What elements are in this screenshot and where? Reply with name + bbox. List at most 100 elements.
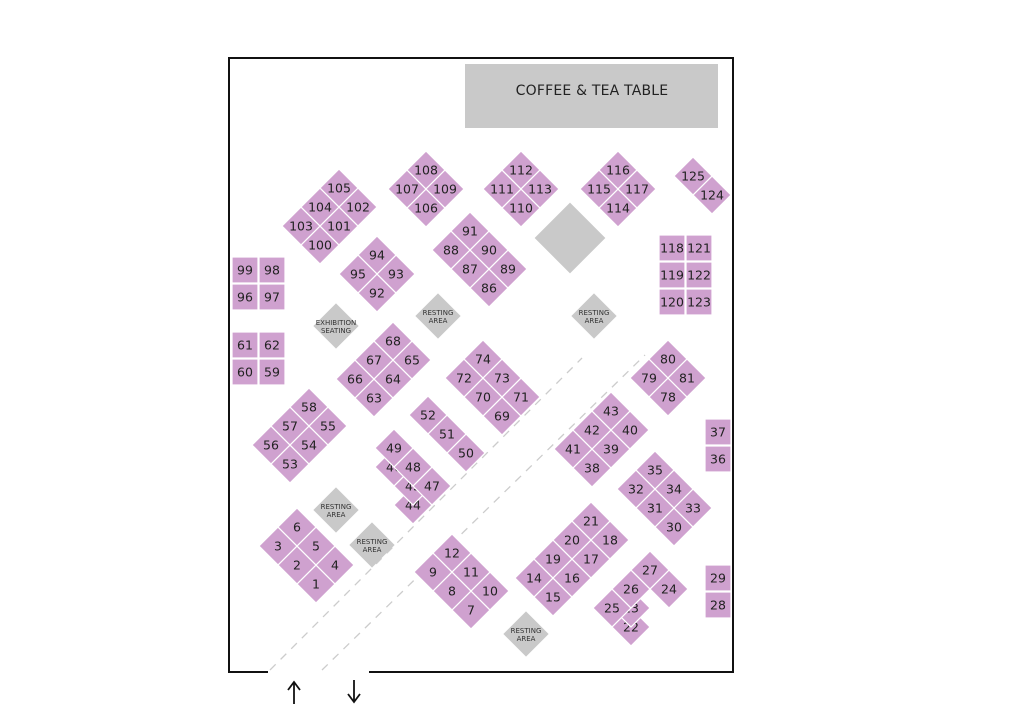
booth-number: 31	[647, 501, 663, 516]
booth-number: 32	[628, 482, 644, 497]
hall-wall	[228, 57, 734, 673]
booth-tile	[289, 387, 329, 427]
booth-68[interactable]: 68	[373, 321, 413, 361]
booth-61[interactable]: 61	[231, 331, 259, 359]
booth-125[interactable]: 125	[673, 156, 713, 196]
booth-number: 27	[642, 563, 658, 578]
booth-tile	[231, 256, 259, 284]
booth-tile	[673, 156, 713, 196]
booth-95[interactable]: 95	[338, 254, 378, 294]
booth-number: 98	[264, 263, 280, 278]
booth-number: 79	[641, 371, 657, 386]
svg-text:RESTING: RESTING	[511, 627, 542, 635]
booth-tile	[685, 234, 713, 262]
booth-37[interactable]: 37	[704, 418, 732, 446]
booth-number: 106	[414, 201, 438, 216]
svg-text:AREA: AREA	[517, 635, 536, 643]
booth-number: 101	[327, 219, 351, 234]
aisle-line-right	[321, 354, 646, 671]
resting-area-4: RESTING AREA	[349, 522, 395, 568]
booth-number: 92	[369, 286, 385, 301]
booth-49[interactable]: 49	[374, 428, 414, 468]
booths-layer: 1234567891011121516171418192021222324252…	[231, 150, 732, 647]
booth-number: 6	[293, 520, 301, 535]
booth-number: 97	[264, 290, 280, 305]
booth-109[interactable]: 109	[425, 169, 465, 209]
booth-number: 87	[462, 262, 478, 277]
booth-tile	[258, 283, 286, 311]
booth-number: 35	[647, 463, 663, 478]
booth-tile	[635, 450, 675, 490]
booth-number: 117	[625, 182, 649, 197]
booth-81[interactable]: 81	[667, 358, 707, 398]
booth-number: 113	[528, 182, 552, 197]
booth-number: 116	[606, 163, 630, 178]
booth-119[interactable]: 119	[658, 261, 686, 289]
booth-12[interactable]: 12	[432, 533, 472, 573]
booth-number: 24	[661, 582, 677, 597]
booth-tile	[630, 550, 670, 590]
booth-36[interactable]: 36	[704, 445, 732, 473]
booth-113[interactable]: 113	[520, 169, 560, 209]
booth-number: 50	[458, 446, 474, 461]
booth-43[interactable]: 43	[591, 391, 631, 431]
booth-96[interactable]: 96	[231, 283, 259, 311]
booth-number: 74	[475, 352, 491, 367]
booth-118[interactable]: 118	[658, 234, 686, 262]
booth-105[interactable]: 105	[319, 168, 359, 208]
booth-number: 54	[301, 438, 317, 453]
booth-21[interactable]: 21	[571, 501, 611, 541]
arrow-up-icon	[287, 680, 301, 704]
booth-28[interactable]: 28	[704, 591, 732, 619]
booth-tile	[704, 591, 732, 619]
aisle-line-left	[269, 357, 583, 671]
booth-number: 73	[494, 371, 510, 386]
booth-number: 109	[433, 182, 457, 197]
booth-59[interactable]: 59	[258, 358, 286, 386]
booth-number: 52	[420, 408, 436, 423]
booth-58[interactable]: 58	[289, 387, 329, 427]
booth-120[interactable]: 120	[658, 288, 686, 316]
booth-number: 58	[301, 400, 317, 415]
arrow-down-icon	[347, 680, 361, 704]
booth-122[interactable]: 122	[685, 261, 713, 289]
resting-area-3: RESTING AREA	[313, 487, 359, 533]
booth-number: 67	[366, 353, 382, 368]
booth-60[interactable]: 60	[231, 358, 259, 386]
booth-tile	[617, 169, 657, 209]
booth-number: 1	[312, 577, 320, 592]
booth-99[interactable]: 99	[231, 256, 259, 284]
booth-121[interactable]: 121	[685, 234, 713, 262]
booth-62[interactable]: 62	[258, 331, 286, 359]
booth-number: 28	[710, 598, 726, 613]
booth-number: 64	[385, 372, 401, 387]
booth-number: 26	[623, 582, 639, 597]
booth-91[interactable]: 91	[450, 211, 490, 251]
booth-123[interactable]: 123	[685, 288, 713, 316]
booth-number: 99	[237, 263, 253, 278]
booth-number: 91	[462, 224, 478, 239]
booth-tile	[685, 261, 713, 289]
exhibition-seating: EXHIBITION SEATING	[313, 303, 359, 349]
booth-number: 15	[545, 590, 561, 605]
booth-52[interactable]: 52	[408, 395, 448, 435]
booth-tile	[571, 501, 611, 541]
booth-27[interactable]: 27	[630, 550, 670, 590]
booth-97[interactable]: 97	[258, 283, 286, 311]
svg-text:AREA: AREA	[327, 511, 346, 519]
booth-number: 14	[526, 571, 542, 586]
booth-number: 61	[237, 338, 253, 353]
booth-29[interactable]: 29	[704, 564, 732, 592]
booth-98[interactable]: 98	[258, 256, 286, 284]
booth-117[interactable]: 117	[617, 169, 657, 209]
svg-text:AREA: AREA	[585, 317, 604, 325]
booth-number: 37	[710, 425, 726, 440]
booth-number: 78	[660, 390, 676, 405]
booth-number: 59	[264, 365, 280, 380]
booth-number: 107	[395, 182, 419, 197]
booth-6[interactable]: 6	[277, 507, 317, 547]
booth-74[interactable]: 74	[463, 339, 503, 379]
booth-number: 105	[327, 181, 351, 196]
booth-35[interactable]: 35	[635, 450, 675, 490]
